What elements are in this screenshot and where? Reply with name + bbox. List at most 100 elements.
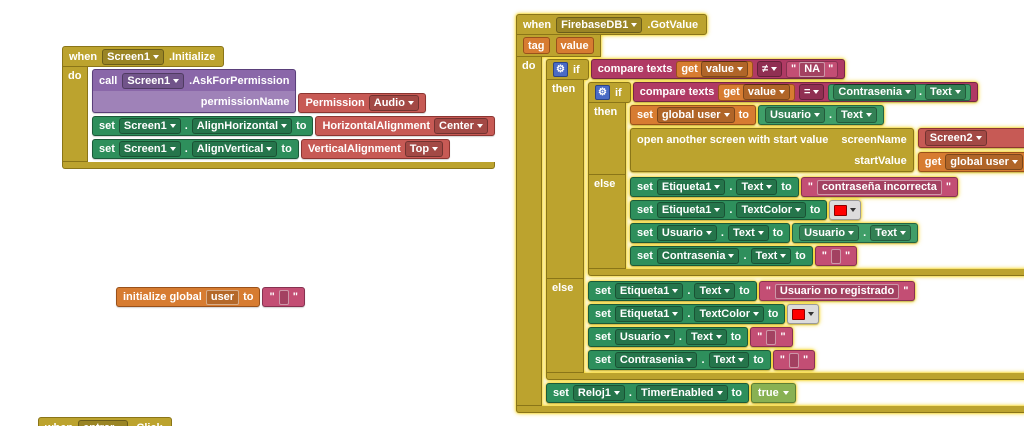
empty-text-field[interactable] bbox=[766, 329, 777, 345]
property-dropdown[interactable]: Text bbox=[694, 283, 736, 299]
empty-string-block[interactable]: " " bbox=[772, 350, 816, 370]
set-usuario-text-block[interactable]: set Usuario . Text to bbox=[630, 223, 791, 243]
property-dropdown[interactable]: Text bbox=[836, 107, 877, 123]
component-dropdown[interactable]: Etiqueta1 bbox=[614, 306, 684, 322]
variable-dropdown[interactable]: global user bbox=[656, 107, 735, 123]
property-dropdown[interactable]: TextColor bbox=[694, 306, 765, 322]
set-global-user-block[interactable]: set global user to bbox=[630, 105, 756, 125]
empty-string-block[interactable]: " " bbox=[262, 287, 305, 307]
open-another-screen-block[interactable]: open another screen with start value scr… bbox=[630, 128, 914, 172]
enum-value-dropdown[interactable]: Audio bbox=[368, 95, 419, 111]
set-reloj1-timerenabled-block[interactable]: set Reloj1 . TimerEnabled to bbox=[546, 383, 749, 403]
operator-dropdown[interactable]: = bbox=[798, 84, 825, 100]
property-dropdown[interactable]: TextColor bbox=[736, 202, 807, 218]
if-header[interactable]: ⚙ if bbox=[546, 59, 589, 80]
set-etiqueta1-text-block[interactable]: set Etiqueta1 . Text to bbox=[630, 177, 799, 197]
component-dropdown[interactable]: Screen1 bbox=[122, 72, 185, 89]
call-askforpermission-block[interactable]: call Screen1 .AskForPermission permissio… bbox=[92, 69, 297, 113]
enum-value-dropdown[interactable]: Center bbox=[434, 118, 488, 134]
text-field[interactable]: NA bbox=[799, 61, 826, 77]
enum-value-dropdown[interactable]: Top bbox=[404, 141, 444, 157]
param-value-block[interactable]: value bbox=[555, 37, 594, 54]
set-etiqueta1-textcolor-block[interactable]: set Etiqueta1 . TextColor to bbox=[630, 200, 828, 220]
permission-audio-block[interactable]: Permission Audio bbox=[298, 93, 426, 113]
get-global-user-block[interactable]: get global user bbox=[917, 152, 1024, 172]
component-dropdown[interactable]: Screen1 bbox=[118, 118, 181, 134]
component-dropdown[interactable]: Usuario bbox=[614, 329, 675, 345]
string-contrasena-incorrecta-block[interactable]: " contraseña incorrecta " bbox=[800, 177, 959, 197]
get-value-block[interactable]: get value bbox=[718, 83, 795, 101]
empty-text-field[interactable] bbox=[278, 289, 289, 305]
screen-dropdown[interactable]: Screen2 bbox=[924, 130, 987, 146]
component-dropdown[interactable]: Screen1 bbox=[102, 48, 164, 65]
empty-string-block[interactable]: " " bbox=[814, 246, 858, 266]
initialize-global-user-block[interactable]: initialize global user to bbox=[116, 287, 261, 307]
component-dropdown[interactable]: Usuario bbox=[656, 225, 717, 241]
component-dropdown[interactable]: Usuario bbox=[764, 107, 825, 123]
property-dropdown[interactable]: Text bbox=[685, 329, 727, 345]
property-dropdown[interactable]: Text bbox=[708, 352, 750, 368]
color-red-block[interactable] bbox=[787, 304, 820, 324]
color-red-block[interactable] bbox=[829, 200, 862, 220]
compare-texts-block[interactable]: compare texts get value bbox=[632, 82, 978, 102]
text-field[interactable]: Usuario no registrado bbox=[774, 283, 900, 299]
set-contrasenia-text-block[interactable]: set Contrasenia . Text to bbox=[630, 246, 813, 266]
get-value-block[interactable]: get value bbox=[676, 60, 753, 78]
if-block-outer[interactable]: ⚙ if compare texts get value bbox=[546, 59, 1024, 380]
property-dropdown[interactable]: Text bbox=[736, 179, 778, 195]
logic-true-block[interactable]: true bbox=[750, 383, 796, 403]
event-block-entrar-click[interactable]: when entrar .Click bbox=[38, 417, 172, 426]
property-dropdown[interactable]: Text bbox=[750, 248, 792, 264]
set-alignhorizontal-block[interactable]: set Screen1 . AlignHorizontal to bbox=[92, 116, 314, 136]
event-header-firebase[interactable]: when FirebaseDB1 .GotValue bbox=[516, 14, 708, 35]
variable-dropdown[interactable]: value bbox=[700, 61, 748, 77]
usuario-text-getter-block[interactable]: Usuario . Text bbox=[757, 105, 884, 125]
param-tag-block[interactable]: tag bbox=[523, 37, 550, 54]
set-usuario-text-block[interactable]: set Usuario . Text to bbox=[588, 327, 749, 347]
event-header-screen1[interactable]: when Screen1 .Initialize bbox=[62, 46, 225, 67]
usuario-text-getter-block[interactable]: Usuario . Text bbox=[792, 223, 918, 243]
text-field[interactable]: contraseña incorrecta bbox=[816, 179, 942, 195]
string-usuario-no-registrado-block[interactable]: " Usuario no registrado " bbox=[758, 281, 916, 301]
set-contrasenia-text-block[interactable]: set Contrasenia . Text to bbox=[588, 350, 771, 370]
mutator-gear-icon[interactable]: ⚙ bbox=[553, 62, 568, 77]
component-dropdown[interactable]: Contrasenia bbox=[614, 352, 698, 368]
if-block-inner[interactable]: ⚙ if compare texts get value bbox=[588, 82, 1024, 276]
property-dropdown[interactable]: AlignHorizontal bbox=[191, 118, 293, 134]
variable-dropdown[interactable]: value bbox=[742, 84, 790, 100]
operator-dropdown[interactable]: ≠ bbox=[756, 61, 783, 77]
property-dropdown[interactable]: AlignVertical bbox=[191, 141, 278, 157]
variable-name-field[interactable]: user bbox=[205, 289, 240, 305]
variable-dropdown[interactable]: global user bbox=[945, 154, 1023, 170]
component-dropdown[interactable]: entrar bbox=[78, 419, 129, 426]
component-dropdown[interactable]: Contrasenia bbox=[833, 84, 916, 100]
property-dropdown[interactable]: TimerEnabled bbox=[635, 385, 728, 401]
screen2-block[interactable]: Screen2 bbox=[917, 128, 1024, 148]
component-dropdown[interactable]: Etiqueta1 bbox=[656, 202, 726, 218]
string-na-block[interactable]: " NA " bbox=[786, 60, 839, 78]
mutator-gear-icon[interactable]: ⚙ bbox=[595, 85, 610, 100]
compare-texts-block[interactable]: compare texts get value ≠ bbox=[590, 59, 846, 79]
set-alignvertical-block[interactable]: set Screen1 . AlignVertical to bbox=[92, 139, 299, 159]
component-dropdown[interactable]: Etiqueta1 bbox=[614, 283, 684, 299]
set-etiqueta1-textcolor-block[interactable]: set Etiqueta1 . TextColor to bbox=[588, 304, 786, 324]
component-dropdown[interactable]: Screen1 bbox=[118, 141, 181, 157]
component-dropdown[interactable]: Usuario bbox=[799, 225, 860, 241]
component-dropdown[interactable]: FirebaseDB1 bbox=[556, 16, 643, 33]
empty-string-block[interactable]: " " bbox=[750, 327, 793, 347]
component-dropdown[interactable]: Contrasenia bbox=[656, 248, 740, 264]
event-block-firebase-gotvalue[interactable]: when FirebaseDB1 .GotValue tag value do … bbox=[516, 14, 1024, 413]
empty-text-field[interactable] bbox=[788, 352, 799, 368]
horizontalalignment-center-block[interactable]: HorizontalAlignment Center bbox=[315, 116, 495, 136]
set-etiqueta1-text-block[interactable]: set Etiqueta1 . Text to bbox=[588, 281, 757, 301]
component-dropdown[interactable]: Etiqueta1 bbox=[656, 179, 726, 195]
empty-text-field[interactable] bbox=[830, 248, 841, 264]
property-dropdown[interactable]: Text bbox=[727, 225, 769, 241]
verticalalignment-top-block[interactable]: VerticalAlignment Top bbox=[300, 139, 451, 159]
property-dropdown[interactable]: Text bbox=[925, 84, 966, 100]
if-header[interactable]: ⚙ if bbox=[588, 82, 631, 103]
component-dropdown[interactable]: Reloj1 bbox=[572, 385, 625, 401]
event-block-screen1-initialize[interactable]: when Screen1 .Initialize do call Screen1 bbox=[62, 46, 495, 169]
contrasenia-text-getter-block[interactable]: Contrasenia . Text bbox=[828, 83, 971, 101]
